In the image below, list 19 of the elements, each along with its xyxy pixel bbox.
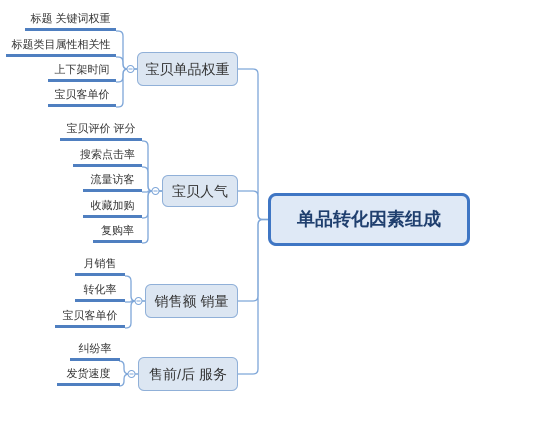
subtopic-label: 纠纷率: [70, 342, 120, 361]
subtopic-label: 标题 关键词权重: [25, 12, 116, 31]
central-topic-box: 单品转化因素组成: [268, 193, 470, 246]
subtopic-label: 宝贝评价 评分: [60, 122, 142, 141]
connector-line: [142, 190, 162, 244]
connector-line: [118, 373, 138, 387]
connector-line: [238, 218, 268, 375]
subtopic-label: 转化率: [75, 283, 125, 302]
subtopic-label: 发货速度: [57, 367, 120, 386]
subtopic-label: 收藏加购: [83, 199, 142, 218]
subtopic-label: 流量访客: [83, 173, 142, 192]
subtopic-label: 复购率: [93, 224, 142, 243]
connector-line: [125, 300, 145, 329]
subtopic-label: 月销售: [75, 257, 125, 276]
subtopic-label: 标题类目属性相关性: [6, 38, 116, 57]
subtopic-label: 上下架时间: [48, 63, 116, 82]
subtopic-label: 搜索点击率: [73, 148, 142, 167]
subtopic-label: 宝贝客单价: [55, 309, 125, 328]
subtopic-label: 宝贝客单价: [48, 88, 116, 107]
